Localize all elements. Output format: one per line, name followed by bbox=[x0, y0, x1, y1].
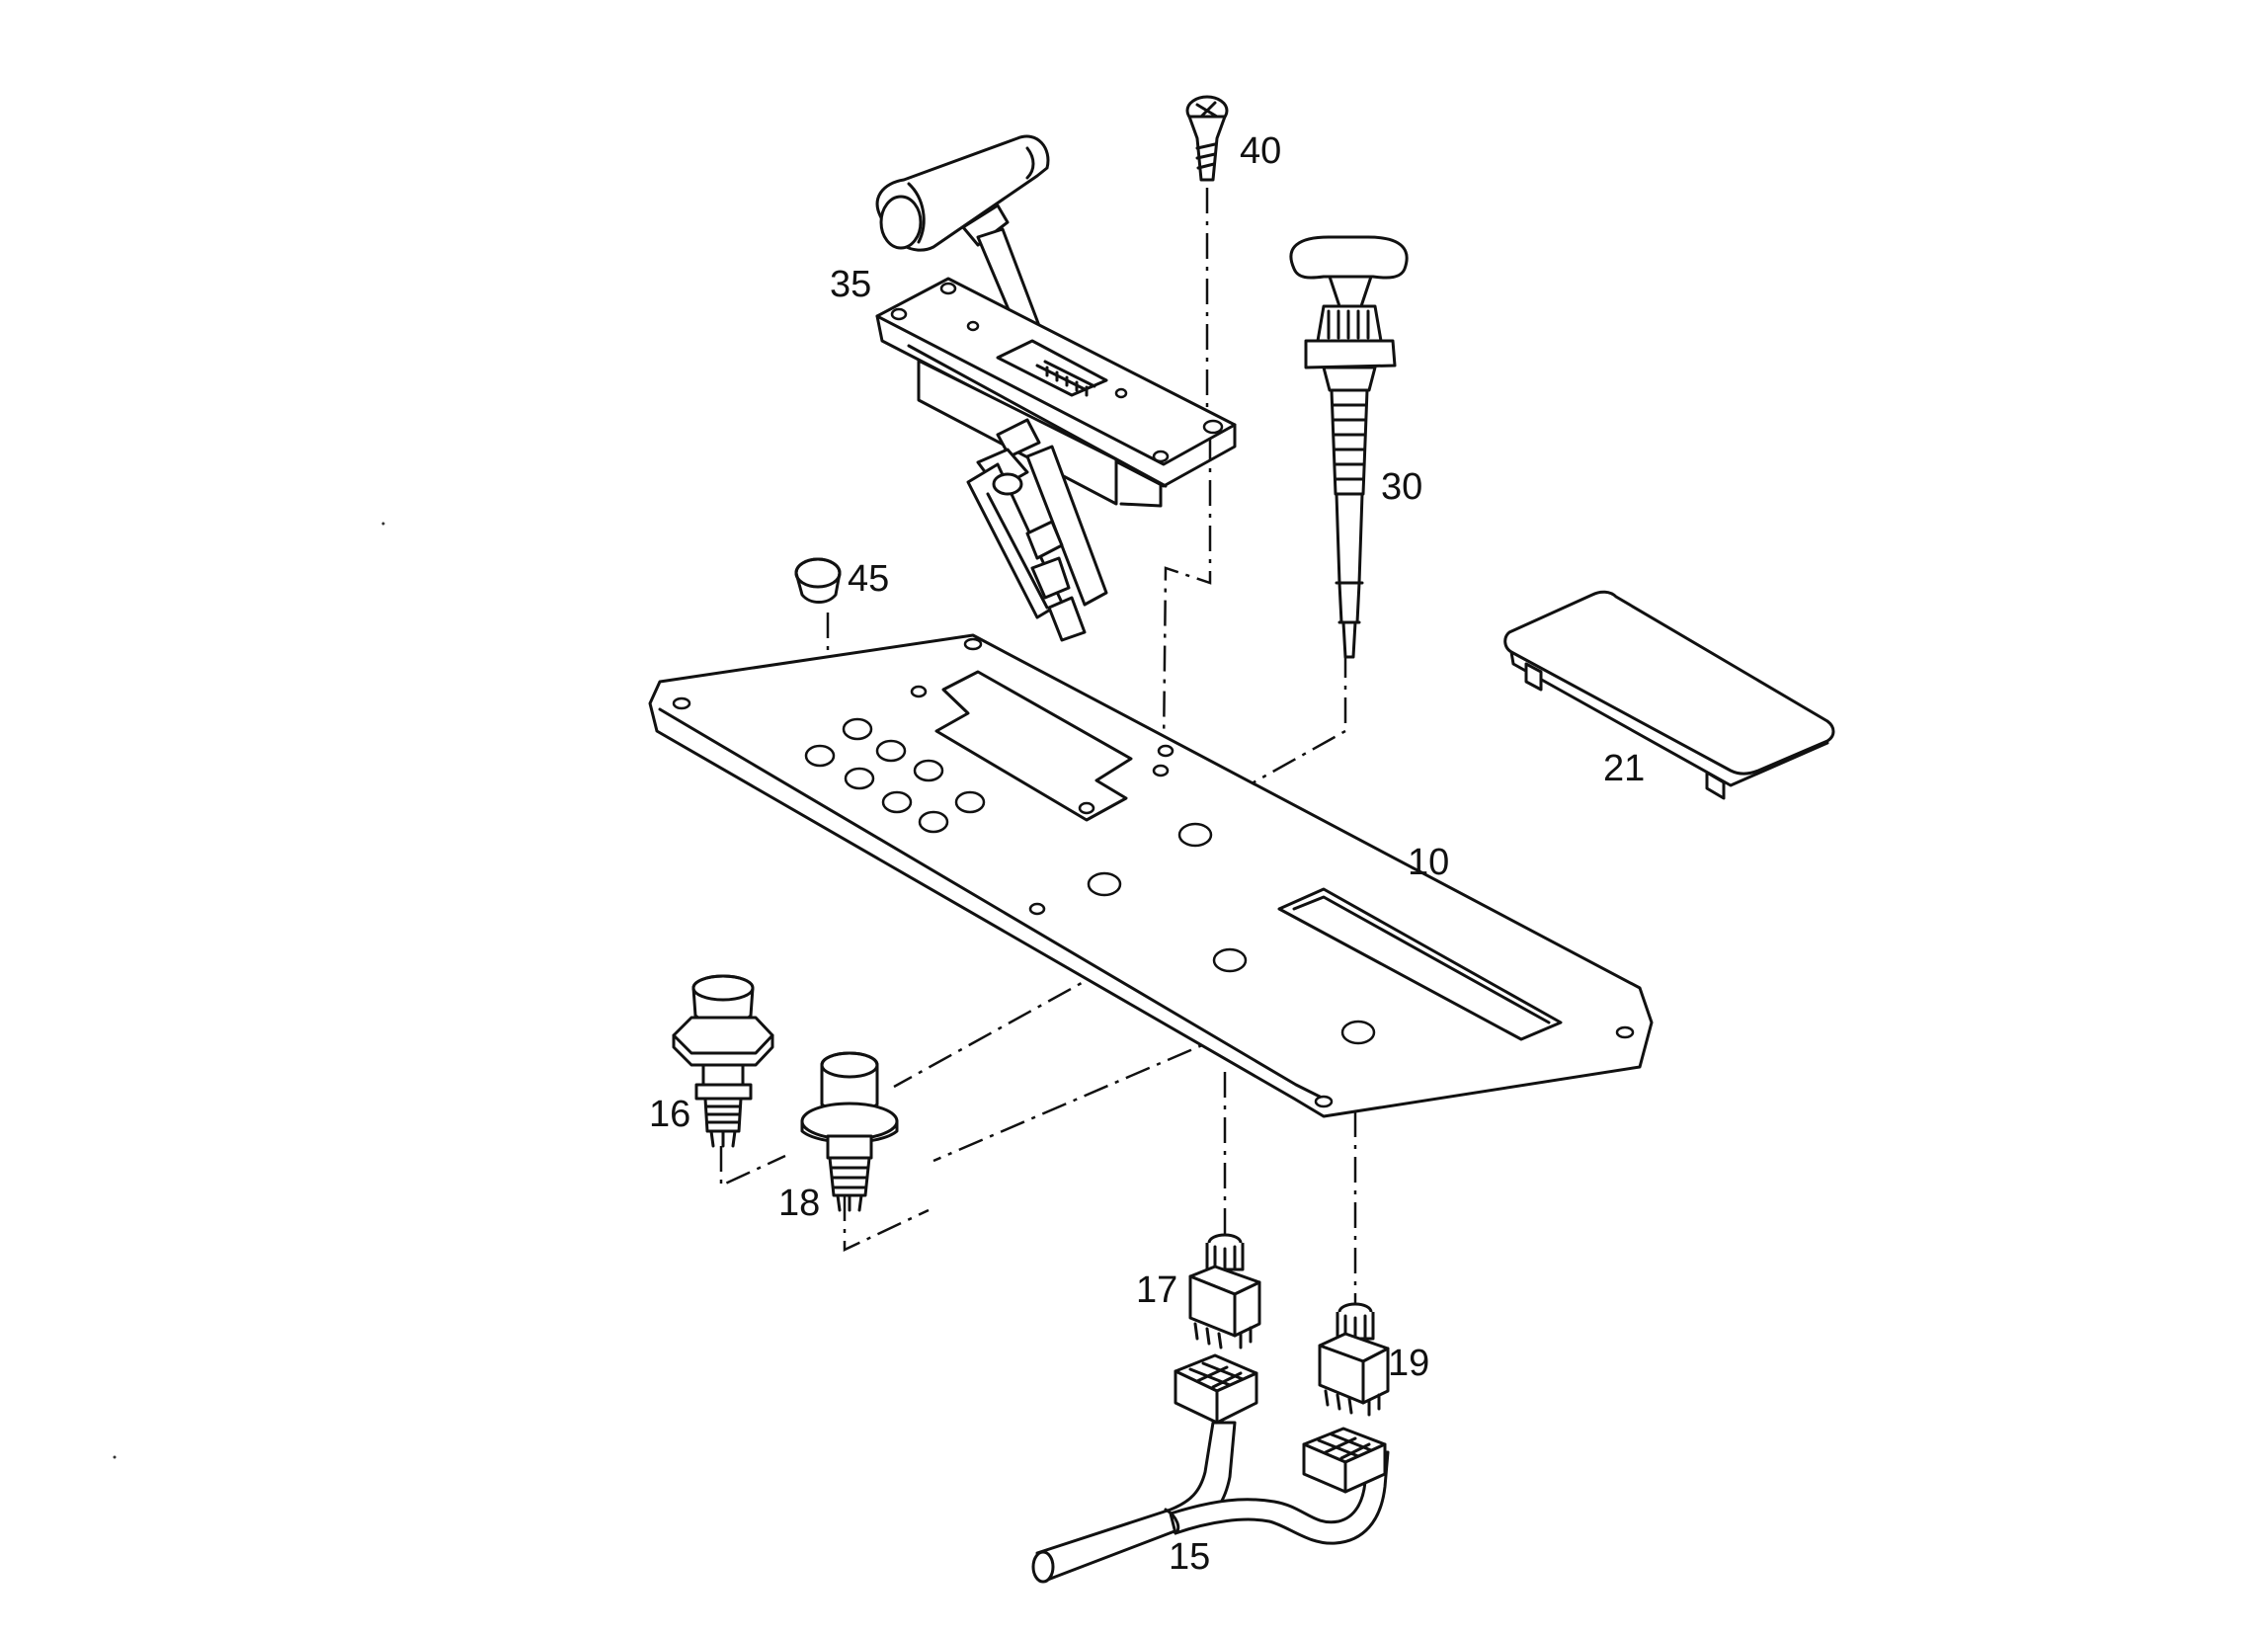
plate-holes bbox=[672, 637, 1635, 1108]
callout-30: 30 bbox=[1381, 466, 1422, 508]
cover-plate-icon bbox=[1503, 590, 1835, 800]
callout-16: 16 bbox=[649, 1094, 690, 1135]
callout-40: 40 bbox=[1240, 130, 1281, 172]
speck-dot bbox=[381, 522, 385, 526]
callout-10: 10 bbox=[1408, 842, 1449, 883]
push-button-icon bbox=[672, 974, 774, 1148]
cap-icon bbox=[794, 557, 842, 604]
callout-labels: 40 35 30 45 21 10 16 18 17 19 15 bbox=[649, 130, 1645, 1578]
callout-17: 17 bbox=[1136, 1269, 1177, 1311]
connector-icon bbox=[1302, 1427, 1387, 1494]
callout-19: 19 bbox=[1388, 1343, 1429, 1384]
callout-21: 21 bbox=[1603, 748, 1645, 789]
connector-icon bbox=[1174, 1353, 1258, 1425]
switch-icon bbox=[1318, 1302, 1390, 1417]
switch-icon bbox=[1188, 1233, 1261, 1350]
speck-dot bbox=[113, 1455, 117, 1459]
callout-45: 45 bbox=[848, 558, 889, 600]
push-button-icon bbox=[800, 1051, 899, 1212]
callout-18: 18 bbox=[778, 1183, 820, 1224]
base-plate-icon bbox=[648, 633, 1654, 1118]
callout-35: 35 bbox=[830, 264, 871, 305]
callout-15: 15 bbox=[1169, 1536, 1210, 1578]
screw-icon bbox=[1185, 95, 1229, 182]
gear-lever-icon bbox=[875, 134, 1237, 642]
pull-knob-icon bbox=[1289, 235, 1409, 659]
